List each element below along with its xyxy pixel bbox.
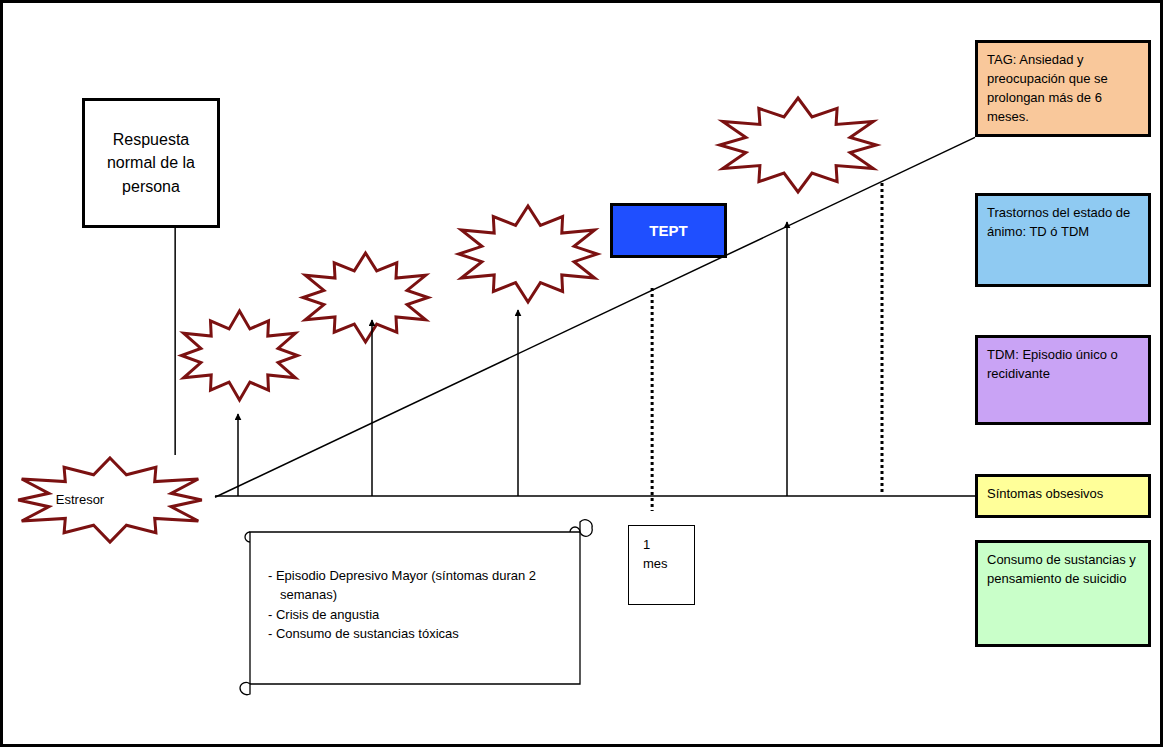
burst-symbol xyxy=(459,206,598,302)
node-label: Síntomas obsesivos xyxy=(987,485,1103,504)
up-arrow xyxy=(371,320,373,496)
burst-polygon xyxy=(18,458,202,542)
burst-symbol xyxy=(181,311,297,400)
up-arrow xyxy=(786,222,788,496)
dotted-line xyxy=(881,183,884,494)
node-label: Respuesta normal de la persona xyxy=(93,128,209,198)
list-item: - Episodio Depresivo Mayor (síntomas dur… xyxy=(268,567,558,605)
stressor-burst: Estresor xyxy=(5,455,215,545)
connector-line xyxy=(215,495,975,497)
node-label: 1 mes xyxy=(643,536,671,574)
mdd-box: TDM: Episodio único o recidivante xyxy=(975,335,1151,425)
connector-line xyxy=(174,228,176,455)
ptsd-box: TEPT xyxy=(610,203,727,258)
node-label: TEPT xyxy=(649,220,687,242)
list-item: - Consumo de sustancias tóxicas xyxy=(268,625,558,644)
scroll-curl xyxy=(580,520,592,537)
list-item: - Crisis de angustia xyxy=(268,606,558,625)
obsessive-box: Síntomas obsesivos xyxy=(975,474,1151,518)
scroll-roll xyxy=(570,527,580,532)
connector-line xyxy=(215,137,975,497)
burst-symbol xyxy=(303,253,428,342)
scroll-note: - Episodio Depresivo Mayor (síntomas dur… xyxy=(238,518,594,698)
time-box: 1 mes xyxy=(628,525,695,605)
scroll-body xyxy=(250,532,580,684)
mood-box: Trastornos del estado de ánimo: TD ó TDM xyxy=(975,193,1151,287)
node-label: TDM: Episodio único o recidivante xyxy=(987,346,1139,384)
up-arrow xyxy=(517,310,519,496)
node-label: Trastornos del estado de ánimo: TD ó TDM xyxy=(987,204,1139,242)
node-label: TAG: Ansiedad y preocupación que se prol… xyxy=(987,51,1139,126)
response-box: Respuesta normal de la persona xyxy=(82,98,220,228)
node-label: Estresor xyxy=(56,491,104,510)
burst-group xyxy=(181,98,876,400)
burst-outline xyxy=(5,455,215,545)
scroll-curl xyxy=(240,682,250,694)
up-arrow xyxy=(237,414,239,496)
dotted-connector xyxy=(651,288,654,511)
scroll-roll xyxy=(245,532,250,542)
gad-box: TAG: Ansiedad y preocupación que se prol… xyxy=(975,40,1151,137)
burst-symbol xyxy=(720,98,877,192)
node-label: Consumo de sustancias y pensamiento de s… xyxy=(987,551,1139,589)
substance-box: Consumo de sustancias y pensamiento de s… xyxy=(975,540,1151,647)
